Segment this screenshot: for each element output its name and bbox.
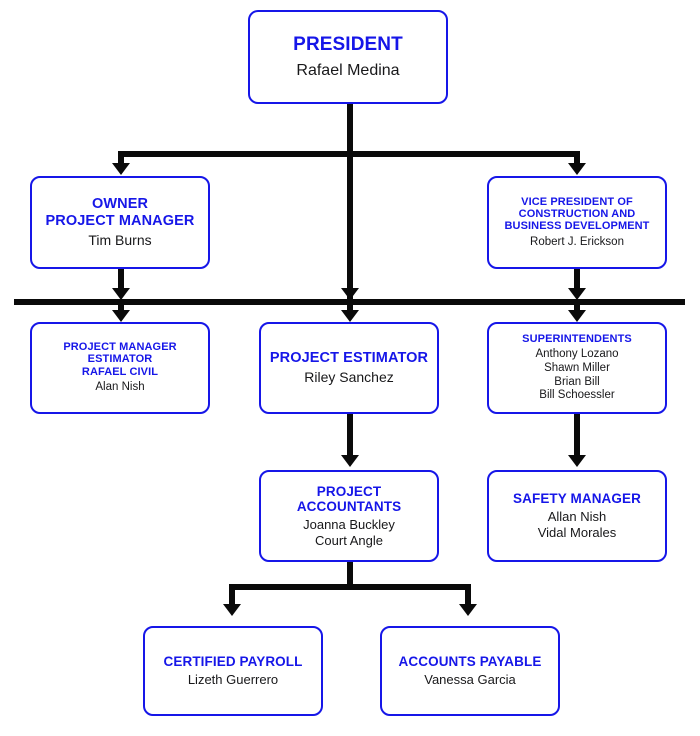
node-vice-president-title: VICE PRESIDENT OF CONSTRUCTION AND BUSIN… <box>504 195 650 233</box>
arrow-to-owner-project-manager <box>112 163 130 175</box>
node-project-manager-estimator-people: Alan Nish <box>95 381 145 394</box>
node-certified-payroll-title: CERTIFIED PAYROLL <box>163 654 303 670</box>
node-superintendents-title: SUPERINTENDENTS <box>522 332 632 345</box>
node-project-manager-estimator-title: PROJECT MANAGER ESTIMATOR RAFAEL CIVIL <box>63 341 177 378</box>
node-certified-payroll[interactable]: CERTIFIED PAYROLL Lizeth Guerrero <box>143 626 323 716</box>
node-superintendents-people: Anthony Lozano Shawn Miller Brian Bill B… <box>535 348 619 402</box>
connector-bottom-branch-bar <box>229 584 471 590</box>
node-accounts-payable[interactable]: ACCOUNTS PAYABLE Vanessa Garcia <box>380 626 560 716</box>
node-accounts-payable-title: ACCOUNTS PAYABLE <box>398 654 542 670</box>
arrow-opm-to-divider <box>112 288 130 300</box>
arrow-vp-to-divider <box>568 288 586 300</box>
node-owner-project-manager-people: Tim Burns <box>88 231 152 248</box>
arrow-president-to-divider <box>341 288 359 300</box>
connector-bottom-right-drop <box>465 584 471 606</box>
divider-rule <box>14 299 685 305</box>
arrow-to-superintendents <box>568 310 586 322</box>
node-accounts-payable-people: Vanessa Garcia <box>424 672 516 688</box>
node-vice-president-people: Robert J. Erickson <box>530 235 624 248</box>
node-project-estimator[interactable]: PROJECT ESTIMATOR Riley Sanchez <box>259 322 439 414</box>
arrow-to-project-estimator <box>341 310 359 322</box>
node-project-accountants-title: PROJECT ACCOUNTANTS <box>296 483 402 514</box>
arrow-to-vice-president <box>568 163 586 175</box>
node-project-accountants-people: Joanna Buckley Court Angle <box>303 517 395 548</box>
arrow-to-safety-manager <box>568 455 586 467</box>
node-project-estimator-people: Riley Sanchez <box>304 369 394 386</box>
node-certified-payroll-people: Lizeth Guerrero <box>187 672 279 688</box>
node-safety-manager-people: Allan Nish Vidal Morales <box>537 509 617 541</box>
connector-estimator-to-accountants <box>347 414 353 459</box>
arrow-to-certified-payroll <box>223 604 241 616</box>
connector-branch-right-drop <box>574 151 580 169</box>
node-owner-project-manager-title: OWNER PROJECT MANAGER <box>45 196 195 229</box>
node-vice-president[interactable]: VICE PRESIDENT OF CONSTRUCTION AND BUSIN… <box>487 176 667 269</box>
node-project-accountants[interactable]: PROJECT ACCOUNTANTS Joanna Buckley Court… <box>259 470 439 562</box>
connector-branch-left-drop <box>118 151 124 169</box>
connector-vp-to-divider <box>574 268 580 290</box>
node-safety-manager-title: SAFETY MANAGER <box>513 491 641 507</box>
connector-bottom-left-drop <box>229 584 235 606</box>
node-president[interactable]: PRESIDENT Rafael Medina <box>248 10 448 104</box>
node-project-manager-estimator[interactable]: PROJECT MANAGER ESTIMATOR RAFAEL CIVIL A… <box>30 322 210 414</box>
arrow-to-accounts-payable <box>459 604 477 616</box>
node-president-title: PRESIDENT <box>293 34 403 56</box>
node-safety-manager[interactable]: SAFETY MANAGER Allan Nish Vidal Morales <box>487 470 667 562</box>
node-superintendents[interactable]: SUPERINTENDENTS Anthony Lozano Shawn Mil… <box>487 322 667 414</box>
connector-accountants-stem <box>347 562 353 590</box>
connector-superintendents-to-safety <box>574 414 580 459</box>
node-owner-project-manager[interactable]: OWNER PROJECT MANAGER Tim Burns <box>30 176 210 269</box>
connector-president-stem <box>347 103 353 302</box>
node-president-people: Rafael Medina <box>296 61 400 79</box>
connector-opm-to-divider <box>118 268 124 290</box>
arrow-to-project-accountants <box>341 455 359 467</box>
node-project-estimator-title: PROJECT ESTIMATOR <box>269 349 429 366</box>
connector-row1-branch-bar <box>118 151 580 157</box>
arrow-to-project-manager-estimator <box>112 310 130 322</box>
